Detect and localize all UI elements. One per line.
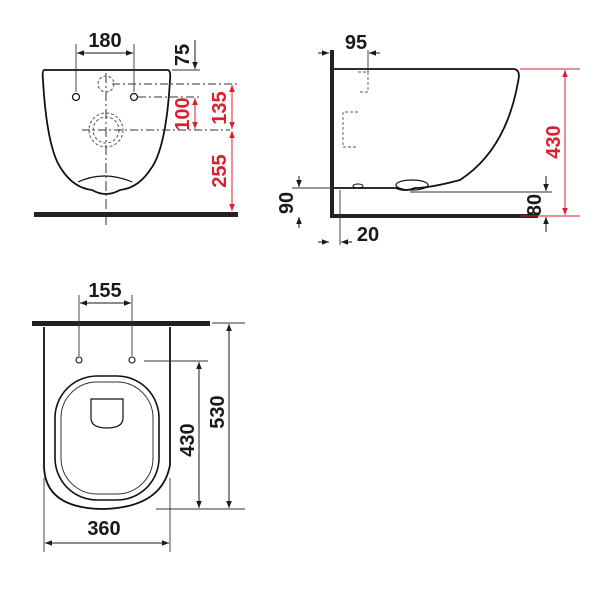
dim-360: 360 [87, 518, 120, 540]
wall-line [330, 50, 334, 218]
dim-80: 80 [524, 194, 546, 216]
dim-430-side: 430 [543, 125, 565, 158]
outlet-lip [395, 179, 429, 191]
dim-135: 135 [209, 91, 231, 124]
dim-255: 255 [209, 154, 231, 187]
top-view: 155 430 530 360 [32, 280, 245, 552]
wall-line-top [32, 321, 210, 326]
side-view: 95 430 80 90 20 [276, 32, 580, 246]
toilet-side-outline [334, 68, 520, 191]
floor-line-side [330, 214, 538, 218]
toilet-top-outline [43, 327, 171, 510]
front-view: 180 75 100 135 255 [34, 30, 240, 225]
dim-180: 180 [88, 30, 121, 52]
dim-430-top: 430 [177, 423, 199, 456]
dim-75: 75 [172, 44, 194, 66]
dim-90: 90 [276, 192, 298, 214]
outlet-curve [77, 175, 133, 183]
fixing-hole-left-top [75, 356, 83, 364]
dim-530: 530 [207, 395, 229, 428]
dim-100: 100 [172, 97, 194, 130]
floor-line [34, 212, 238, 217]
fixing-hole-left [71, 92, 81, 102]
toilet-front-outline [41, 69, 172, 195]
bowl-opening [90, 398, 124, 429]
dim-155: 155 [88, 280, 121, 302]
seat-rim [54, 375, 160, 501]
outlet-circle [88, 112, 124, 148]
fixing-hole-right [129, 92, 139, 102]
fixing-hole-right-top [128, 356, 136, 364]
dim-20: 20 [357, 224, 379, 246]
dim-95: 95 [345, 32, 367, 54]
